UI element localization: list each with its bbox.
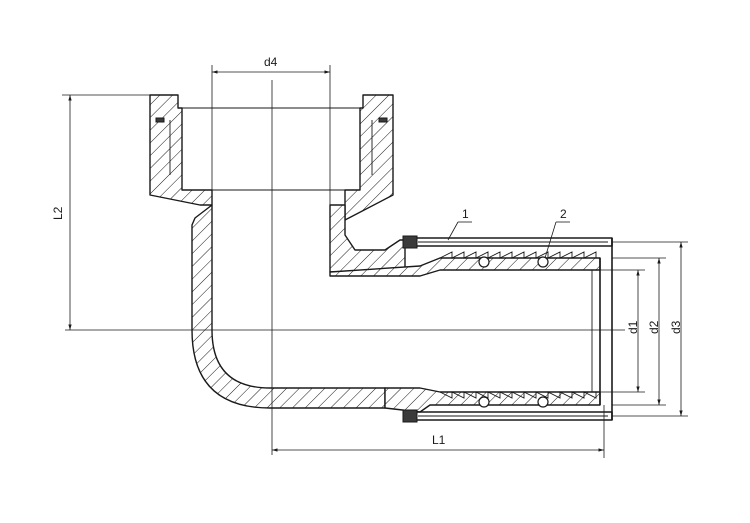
l2-label: L2 xyxy=(51,206,65,220)
elbow-body xyxy=(191,204,601,413)
o-rings-part-2 xyxy=(478,256,549,408)
bottom-wall xyxy=(384,387,601,413)
callout-1-label: 1 xyxy=(462,207,469,221)
d2-label: d2 xyxy=(647,320,661,334)
spigot-end xyxy=(591,238,613,420)
o-ring-top-1 xyxy=(478,256,490,268)
callout-2: 2 xyxy=(544,207,570,259)
l1-label: L1 xyxy=(432,433,446,447)
socket-wall-left xyxy=(149,94,213,206)
callout-1-leader xyxy=(447,221,459,241)
outer-wall xyxy=(191,204,386,409)
o-ring-top-2 xyxy=(537,256,549,268)
callout-2-leader xyxy=(544,221,557,259)
socket-wall-right xyxy=(344,94,394,221)
dim-l1: L1 xyxy=(272,405,605,458)
dim-diameters: d1 d2 d3 xyxy=(600,241,688,417)
d4-label: d4 xyxy=(264,55,278,69)
top-socket xyxy=(149,94,394,221)
serration-top xyxy=(439,251,597,259)
serration-bottom xyxy=(439,391,597,399)
spigot-serrations xyxy=(439,251,597,399)
callout-1: 1 xyxy=(447,207,472,241)
sleeve-clip-top xyxy=(402,235,418,249)
sleeve-clip-bottom xyxy=(402,409,418,423)
notch-right xyxy=(378,117,388,123)
callout-2-label: 2 xyxy=(560,207,567,221)
notch-left xyxy=(155,117,165,123)
d3-label: d3 xyxy=(669,320,683,334)
o-ring-bottom-2 xyxy=(537,396,549,408)
dim-d4: d4 xyxy=(211,55,331,205)
d1-label: d1 xyxy=(626,320,640,334)
inner-wall xyxy=(329,204,406,273)
o-ring-bottom-1 xyxy=(478,396,490,408)
dim-l2: L2 xyxy=(51,94,150,330)
center-lines xyxy=(65,80,625,455)
